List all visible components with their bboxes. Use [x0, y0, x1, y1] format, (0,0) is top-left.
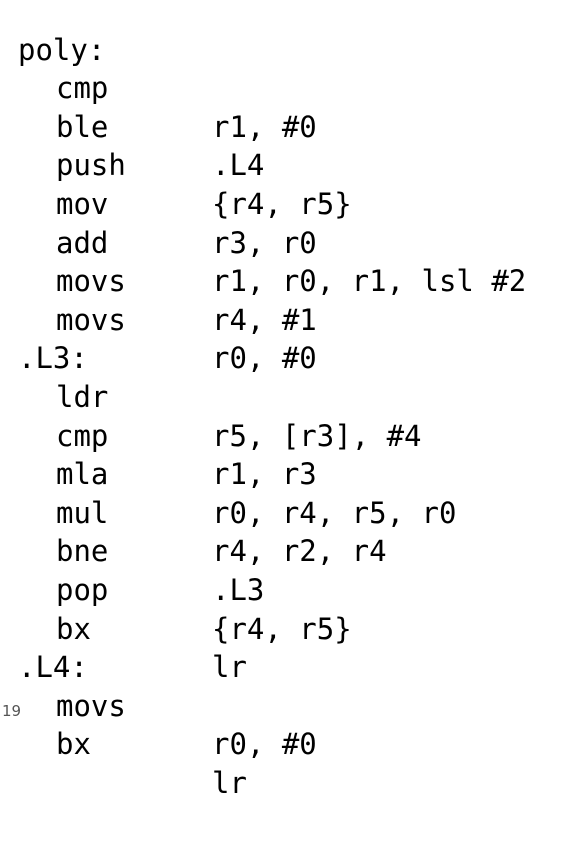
assembly-listing: poly: cmp r1, #0 ble .L4 push {r4, r5} m…: [18, 0, 566, 800]
code-line: mov r3, r0: [18, 146, 566, 260]
instruction-mnemonic: mul: [56, 495, 109, 530]
instruction-operands: r0, #0: [212, 727, 317, 762]
branch-label: .L4:: [18, 650, 88, 685]
instruction-mnemonic: push: [56, 148, 126, 183]
instruction-operands: r0, #0: [212, 341, 317, 376]
instruction-mnemonic: mov: [56, 186, 109, 221]
code-line: mul r4, r2, r4: [18, 455, 566, 569]
code-line: movs r0, #0: [18, 648, 566, 762]
code-line: poly:: [18, 0, 566, 67]
instruction-mnemonic: add: [56, 225, 109, 260]
instruction-mnemonic: movs: [56, 264, 126, 299]
code-line: ldr r5, [r3], #4: [18, 339, 566, 453]
instruction-mnemonic: movs: [56, 688, 126, 723]
instruction-mnemonic: pop: [56, 572, 109, 607]
instruction-operands: lr: [212, 650, 247, 685]
code-line: movs r0, #0: [18, 262, 566, 376]
instruction-operands: r5, [r3], #4: [212, 418, 422, 453]
code-line: .L4:: [18, 610, 566, 684]
code-line: ble .L4: [18, 69, 566, 183]
instruction-operands: r1, r3: [212, 457, 317, 492]
instruction-mnemonic: cmp: [56, 71, 109, 106]
code-line: bne .L3: [18, 494, 566, 607]
code-line: cmp r1, r3: [18, 378, 566, 492]
instruction-operands: .L4: [212, 148, 265, 183]
function-label: poly:: [18, 32, 106, 67]
instruction-operands: {r4, r5}: [212, 186, 352, 221]
code-line: bx lr: [18, 687, 566, 800]
instruction-mnemonic: bx: [56, 611, 91, 646]
instruction-operands: r4, r2, r4: [212, 534, 387, 569]
instruction-operands: .L3: [212, 572, 265, 607]
instruction-operands: r3, r0: [212, 225, 317, 260]
instruction-mnemonic: ble: [56, 109, 109, 144]
page-number: 19: [2, 702, 22, 720]
instruction-mnemonic: bx: [56, 727, 91, 762]
instruction-mnemonic: ldr: [56, 379, 109, 414]
code-line: mla r0, r4, r5, r0: [18, 417, 566, 530]
instruction-operands: r4, #1: [212, 302, 317, 337]
instruction-operands: r0, r4, r5, r0: [212, 495, 457, 530]
instruction-mnemonic: cmp: [56, 418, 109, 453]
instruction-mnemonic: bne: [56, 534, 109, 569]
code-line: .L3:: [18, 301, 566, 375]
instruction-operands: lr: [212, 765, 247, 800]
instruction-mnemonic: movs: [56, 302, 126, 337]
instruction-mnemonic: mla: [56, 457, 109, 492]
instruction-operands: {r4, r5}: [212, 611, 352, 646]
branch-label: .L3:: [18, 341, 88, 376]
code-line: movs r4, #1: [18, 224, 566, 337]
instruction-operands: r1, r0, r1, lsl #2: [212, 264, 527, 299]
code-line: pop {r4, r5}: [18, 532, 566, 646]
code-line: push {r4, r5}: [18, 108, 566, 221]
code-line: cmp r1, #0: [18, 31, 566, 144]
code-line: add r1, r0, r1, lsl #2: [18, 185, 566, 299]
instruction-operands: r1, #0: [212, 109, 317, 144]
code-line: bx lr: [18, 571, 566, 685]
